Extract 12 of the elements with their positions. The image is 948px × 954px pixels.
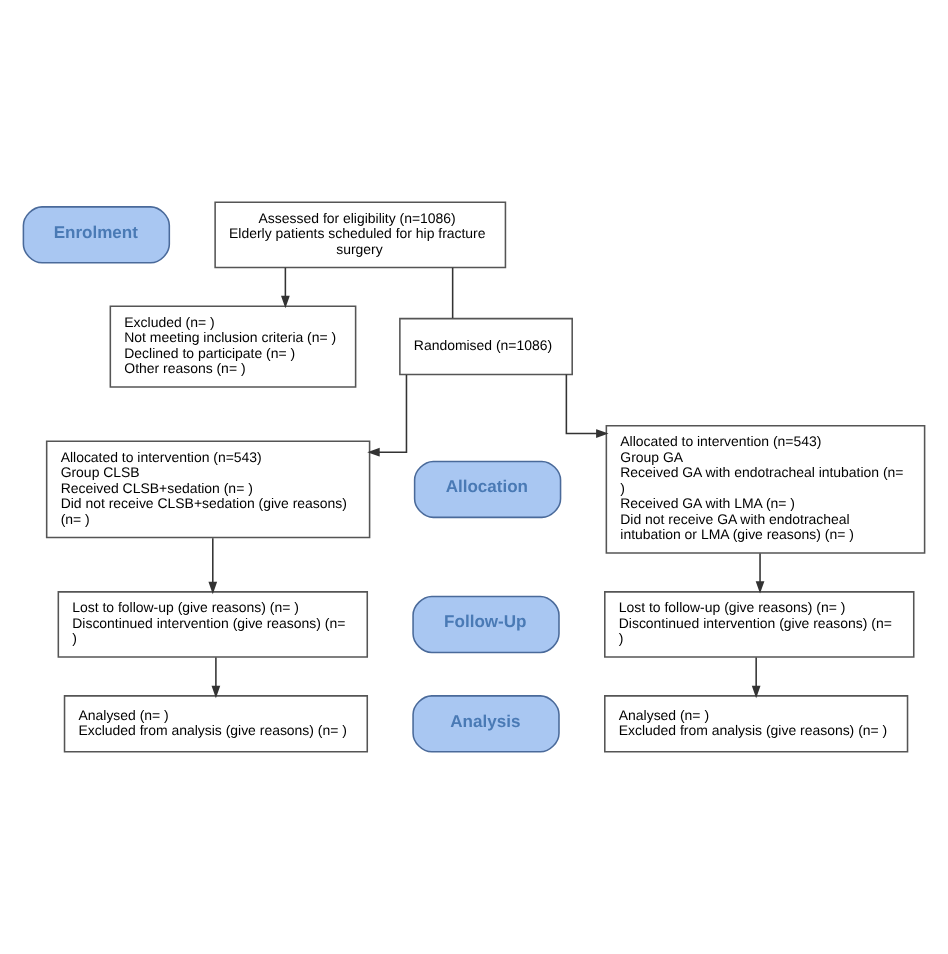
arrow: [211, 656, 221, 699]
node-box: Enrolment: [22, 206, 171, 264]
node-box: Analysis: [412, 695, 560, 753]
arrow: [755, 552, 765, 594]
arrow: [565, 373, 609, 438]
node-box: Follow-Up: [412, 595, 560, 654]
arrow: [281, 266, 290, 309]
arrow: [751, 656, 761, 699]
arrow: [208, 537, 218, 595]
arrow: [367, 374, 408, 457]
connector: [451, 266, 454, 319]
node-box: Allocation: [413, 460, 562, 519]
